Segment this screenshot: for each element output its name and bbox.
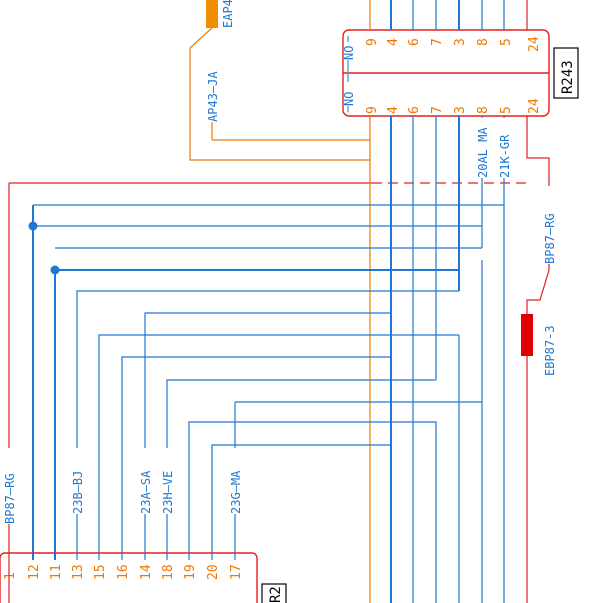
splice-dot	[28, 221, 38, 231]
bottom-pin: 18	[161, 564, 176, 580]
fuse-ebp87-red	[521, 314, 533, 356]
r243-bottom-pin: 8	[476, 106, 491, 114]
wire-labels: BP87—RG 23B—BJ 23A—SA 23H—VE 23G—MA AP43…	[1, 0, 557, 524]
r243-bottom-pin: 9	[365, 106, 380, 114]
r243-top-pin: 6	[407, 38, 422, 46]
connector-bottom-body	[0, 552, 258, 603]
connector-r243: R243 NO NO 9 4 6 7 3 8 5 24 9 4 6 7 3 8 …	[342, 29, 579, 117]
connector-bottom-label: R2	[268, 586, 284, 603]
connector-r243-tag	[553, 47, 579, 99]
wire-label-20al-ma: 20AL MA	[476, 127, 490, 178]
connector-bottom: R2 1 12 11 13 15 16 14 18 19 20 17	[0, 552, 287, 603]
r243-top-pin: 24	[527, 36, 542, 52]
bottom-pin: 15	[93, 564, 108, 580]
r243-top-pin: 4	[386, 38, 401, 46]
connector-r243-label: R243	[560, 60, 576, 94]
r243-bottom-pin: 6	[407, 106, 422, 114]
r243-bottom-pin: 4	[386, 106, 401, 114]
wire-label-21k-gr: 21K-GR	[498, 134, 512, 178]
wire-label-bp87-rg-left: BP87—RG	[3, 473, 17, 524]
wires-main	[8, 0, 550, 603]
wire-label-eap-partial: EAP4	[221, 0, 235, 28]
connector-bottom-tag	[261, 583, 287, 603]
r243-no-top: NO	[342, 46, 356, 60]
bottom-pin: 1	[3, 572, 18, 580]
bottom-pin: 16	[116, 564, 131, 580]
r243-top-pin: 7	[430, 38, 445, 46]
r243-bottom-pin: 7	[430, 106, 445, 114]
bottom-pin: 13	[71, 564, 86, 580]
r243-bottom-pin: 5	[499, 106, 514, 114]
r243-bottom-pin: 3	[453, 106, 468, 114]
bottom-pin: 20	[206, 564, 221, 580]
r243-bottom-pin: 24	[527, 98, 542, 114]
wire-label-ap43-ja: AP43—JA	[206, 71, 220, 122]
bottom-pin: 12	[27, 564, 42, 580]
r243-no-bottom: NO	[342, 92, 356, 106]
wire-label-ebp87-3: EBP87-3	[543, 325, 557, 376]
r243-top-pin: 9	[365, 38, 380, 46]
wire-label-bp87-rg-right: BP87—RG	[543, 213, 557, 264]
wire-label-23g-ma: 23G—MA	[229, 470, 243, 514]
bottom-pin: 11	[49, 564, 64, 580]
bottom-pin: 14	[139, 564, 154, 580]
r243-top-pin: 8	[476, 38, 491, 46]
fuse-eap-orange	[206, 0, 218, 28]
wire-label-23a-sa: 23A—SA	[139, 470, 153, 514]
r243-top-pin: 3	[453, 38, 468, 46]
wires-top	[369, 0, 528, 30]
r243-top-pin: 5	[499, 38, 514, 46]
bottom-pin: 19	[183, 564, 198, 580]
wire-label-23h-ve: 23H—VE	[161, 471, 175, 514]
wire-label-23b-bj: 23B—BJ	[71, 471, 85, 514]
bottom-pin: 17	[229, 564, 244, 580]
splice-dot	[50, 265, 60, 275]
